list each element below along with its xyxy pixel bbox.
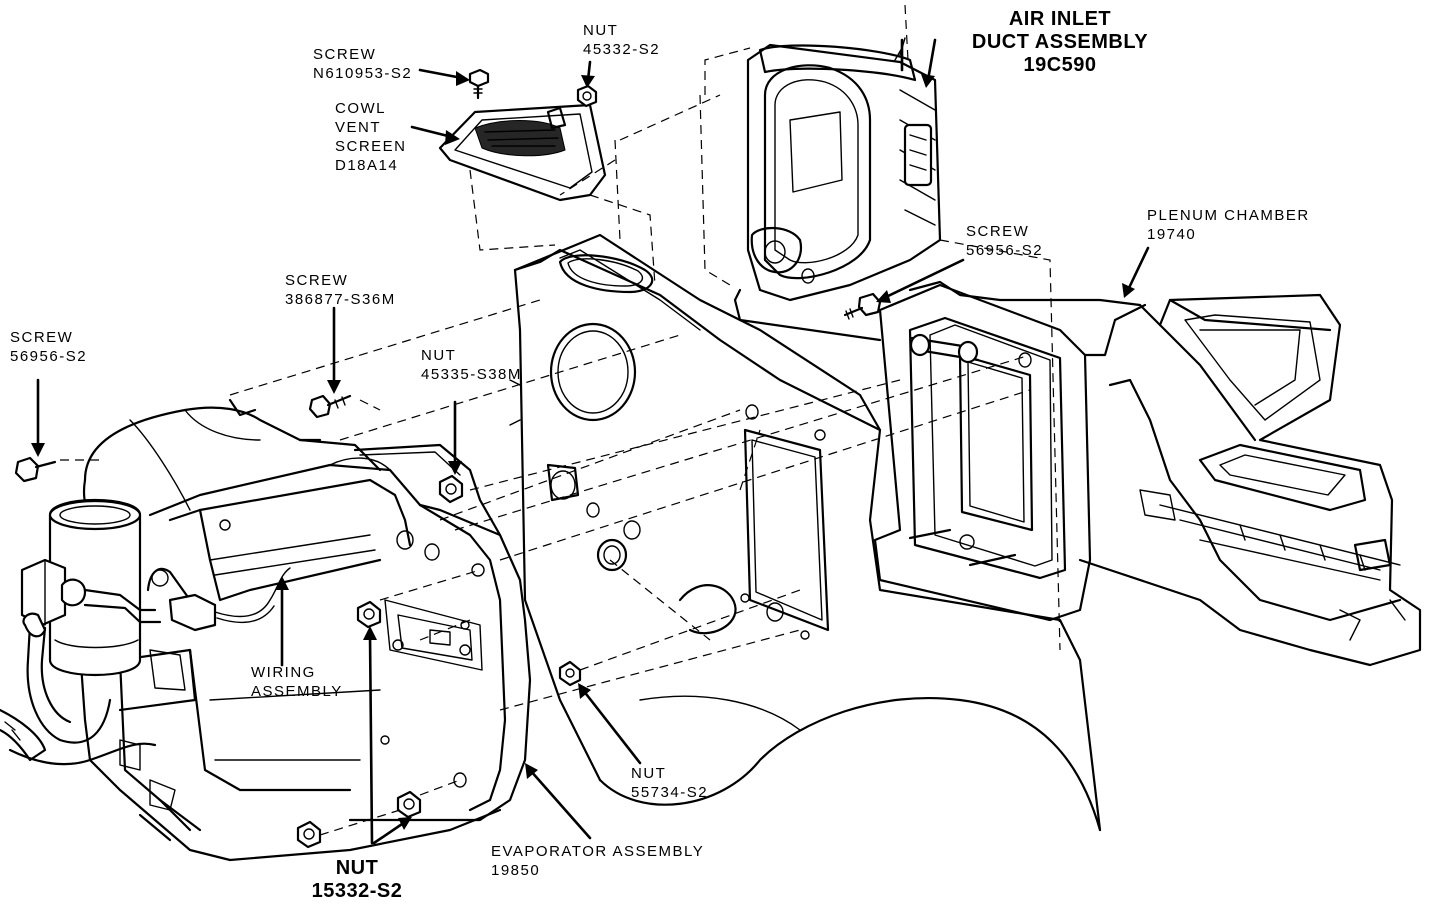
label-screw-56956-right: SCREW 56956-S2 (966, 222, 1043, 260)
label-line: 19740 (1147, 226, 1197, 243)
label-line: N610953-S2 (313, 65, 413, 82)
label-line: 45332-S2 (583, 41, 661, 58)
label-line: SCREEN (335, 138, 407, 155)
label-line: VENT (335, 119, 382, 136)
label-line: COWL (335, 100, 386, 117)
label-line: NUT (421, 347, 457, 364)
label-line: 56956-S2 (966, 242, 1044, 259)
label-nut-45335: NUT 45335-S38M (421, 346, 522, 384)
air-inlet-duct-assembly (614, 4, 1061, 651)
label-evaporator-assembly: EVAPORATOR ASSEMBLY 19850 (491, 842, 704, 880)
label-line: SCREW (285, 272, 349, 289)
plenum-chamber (908, 280, 1422, 667)
label-line: 19850 (491, 862, 541, 879)
label-line: AIR INLET (1008, 8, 1112, 30)
label-line: 45335-S38M (421, 366, 522, 383)
label-line: SCREW (966, 223, 1030, 240)
label-line: WIRING (251, 664, 316, 681)
label-nut-45332-top: NUT 45332-S2 (583, 21, 660, 59)
alignment-lines (60, 159, 1031, 836)
label-cowl-vent-screen: COWL VENT SCREEN D18A14 (335, 99, 407, 175)
nut-45332-top-part (576, 84, 598, 108)
label-line: 56956-S2 (10, 348, 88, 365)
nut-55734-part (558, 660, 582, 687)
nut-15332-lower-left-part (296, 820, 322, 849)
label-line: ASSEMBLY (251, 683, 343, 700)
label-screw-56956-left: SCREW 56956-S2 (10, 328, 87, 366)
label-line: EVAPORATOR ASSEMBLY (491, 843, 705, 860)
label-line: NUT (631, 765, 667, 782)
firewall-panel (509, 233, 1102, 832)
plenum-flange (873, 283, 1147, 622)
label-screw-386877: SCREW 386877-S36M (285, 271, 396, 309)
label-air-inlet-duct-assembly: AIR INLET DUCT ASSEMBLY 19C590 (960, 8, 1160, 77)
nut-15332-upper-part (356, 600, 382, 629)
label-line: NUT (335, 857, 379, 879)
label-wiring-assembly: WIRING ASSEMBLY (251, 663, 343, 701)
screw-56956-right-part (843, 292, 882, 320)
label-line: PLENUM CHAMBER (1147, 207, 1310, 224)
label-line: SCREW (313, 46, 377, 63)
screw-386877-part (308, 394, 352, 419)
nut-45335-part (438, 474, 464, 504)
evaporator-assembly (0, 398, 532, 862)
label-screw-n610953: SCREW N610953-S2 (313, 45, 412, 83)
label-line: 55734-S2 (631, 784, 709, 801)
label-nut-15332: NUT 15332-S2 (292, 857, 422, 903)
label-line: SCREW (10, 329, 74, 346)
leader-arrows (31, 38, 1150, 845)
label-line: 15332-S2 (311, 880, 403, 902)
firewall-opening (740, 404, 830, 640)
cowl-vent-screen (438, 103, 656, 286)
label-line: 386877-S36M (285, 291, 396, 308)
screw-56956-left-part (14, 456, 57, 483)
nut-15332-lower-right-part (396, 790, 422, 819)
label-line: NUT (583, 22, 619, 39)
label-nut-55734: NUT 55734-S2 (631, 764, 708, 802)
label-line: D18A14 (335, 157, 399, 174)
label-line: DUCT ASSEMBLY (971, 31, 1149, 53)
label-plenum-chamber: PLENUM CHAMBER 19740 (1147, 206, 1310, 244)
cowl-opening (558, 254, 654, 294)
label-line: 19C590 (1023, 54, 1097, 76)
screw-n610953-part (468, 68, 490, 100)
